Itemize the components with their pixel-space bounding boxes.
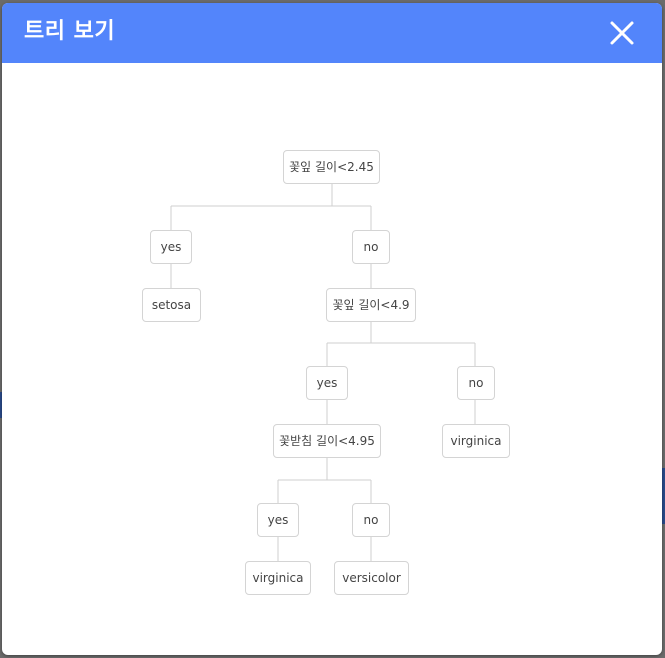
close-button[interactable] (606, 17, 638, 49)
tree-connectors (170, 184, 476, 561)
tree-branch-no: no (352, 503, 390, 537)
tree-branch-no: no (457, 366, 495, 400)
tree-branch-yes: yes (257, 503, 299, 537)
modal-header: 트리 보기 (2, 3, 662, 63)
tree-branch-no: no (352, 230, 390, 264)
tree-view-modal: 트리 보기 (2, 3, 662, 655)
background-strip (662, 468, 665, 524)
background-strip (0, 392, 3, 418)
tree-node-sepal-length: 꽃받침 길이<4.95 (273, 424, 381, 458)
tree-node-root: 꽃잎 길이<2.45 (283, 150, 380, 184)
tree-leaf-setosa: setosa (142, 288, 201, 322)
tree-leaf-virginica: virginica (245, 561, 311, 595)
tree-branch-yes: yes (306, 366, 348, 400)
close-icon (610, 21, 634, 45)
tree-area: 꽃잎 길이<2.45 yes no setosa 꽃잎 길이<4.9 yes n… (2, 63, 662, 655)
modal-title: 트리 보기 (24, 19, 116, 44)
tree-leaf-versicolor: versicolor (334, 561, 409, 595)
tree-leaf-virginica: virginica (442, 424, 510, 458)
tree-branch-yes: yes (150, 230, 192, 264)
tree-node-petal-length: 꽃잎 길이<4.9 (326, 288, 416, 322)
